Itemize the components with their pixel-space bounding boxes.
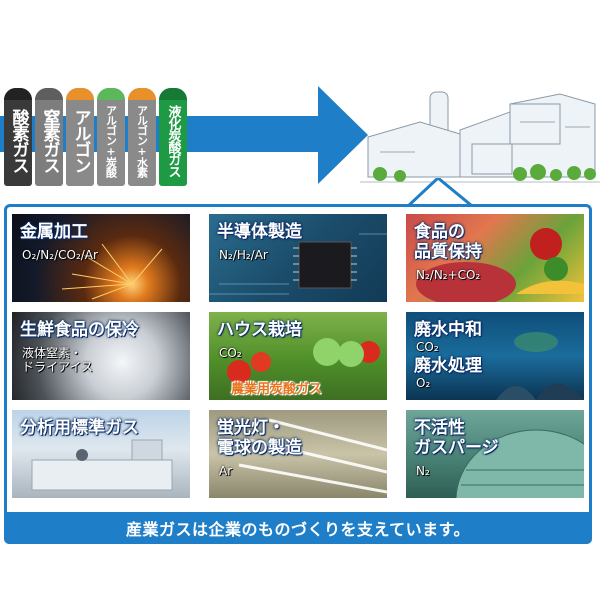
tile-gases: 液体窒素・ ドライアイス (22, 346, 94, 374)
food-graphic (416, 228, 584, 302)
tile-title: 廃水中和 (414, 320, 482, 340)
agricultural-co2-badge: 農業用炭酸ガス (231, 382, 323, 397)
aquarium-graphic (496, 332, 584, 400)
tile-lamp-manufacturing: 蛍光灯・ 電球の製造 Ar (209, 410, 387, 498)
tile-inert-gas-purge: 不活性 ガスパージ N₂ (406, 410, 584, 498)
tile-metal-processing: 金属加工 O₂/N₂/CO₂/Ar (12, 214, 190, 302)
cylinder-argon-hydrogen: アルゴン+水素 (128, 88, 156, 186)
tile-title: 不活性 ガスパージ (414, 418, 499, 458)
tile-analysis-standard-gas: 分析用標準ガス (12, 410, 190, 498)
tile-gases: Ar (219, 464, 233, 478)
tile-semiconductor: 半導体製造 N₂/H₂/Ar (209, 214, 387, 302)
tile-fresh-food-cooling: 生鮮食品の保冷 液体窒素・ ドライアイス (12, 312, 190, 400)
tile-title: 食品の 品質保持 (414, 222, 482, 262)
tile-gases: N₂/H₂/Ar (219, 248, 268, 262)
fluorescent-lights-graphic (238, 418, 387, 494)
cylinder-label: 窒素ガス (39, 109, 60, 173)
tile-title: 半導体製造 (217, 222, 302, 242)
tile-gases: CO₂ (416, 340, 439, 354)
chip-graphic (209, 233, 387, 295)
tile-title: 蛍光灯・ 電球の製造 (217, 418, 302, 458)
bottom-banner: 産業ガスは企業のものづくりを支えています。 (4, 512, 592, 544)
cylinder-nitrogen: 窒素ガス (35, 88, 63, 186)
cylinder-oxygen: 酸素ガス (4, 88, 32, 186)
cylinder-label: アルゴン+炭酸 (104, 105, 118, 177)
gas-tank-graphic (455, 429, 584, 498)
lab-graphic (31, 439, 173, 491)
tomatoes-graphic (227, 338, 380, 384)
cylinder-argon-co2: アルゴン+炭酸 (97, 88, 125, 186)
tile-gases: O₂/N₂/CO₂/Ar (22, 248, 98, 262)
cylinder-label: アルゴン (70, 109, 91, 173)
tile-title-secondary: 廃水処理 (414, 356, 482, 376)
tile-gases: N₂/N₂+CO₂ (416, 268, 481, 282)
tile-greenhouse: ハウス栽培 CO₂ 農業用炭酸ガス (209, 312, 387, 400)
tile-title: ハウス栽培 (217, 320, 302, 340)
factory-illustration (360, 91, 600, 183)
tile-gases: N₂ (416, 464, 430, 478)
tile-title: 分析用標準ガス (20, 418, 139, 438)
tile-title: 生鮮食品の保冷 (20, 320, 139, 340)
cylinder-liquid-co2: 液化炭酸ガス (159, 88, 187, 186)
cylinder-argon: アルゴン (66, 88, 94, 186)
tile-food-quality: 食品の 品質保持 N₂/N₂+CO₂ (406, 214, 584, 302)
tile-title: 金属加工 (20, 222, 88, 242)
tile-wastewater: 廃水中和 CO₂ 廃水処理 O₂ (406, 312, 584, 400)
frame-connector (408, 178, 472, 208)
tile-gases: CO₂ (219, 346, 242, 360)
sparks-graphic (61, 243, 163, 300)
cylinder-label: 液化炭酸ガス (165, 105, 181, 177)
tile-gases-secondary: O₂ (416, 376, 431, 390)
cylinder-label: 酸素ガス (8, 109, 29, 173)
flow-arrow-head (318, 86, 368, 184)
cylinder-label: アルゴン+水素 (135, 105, 149, 177)
